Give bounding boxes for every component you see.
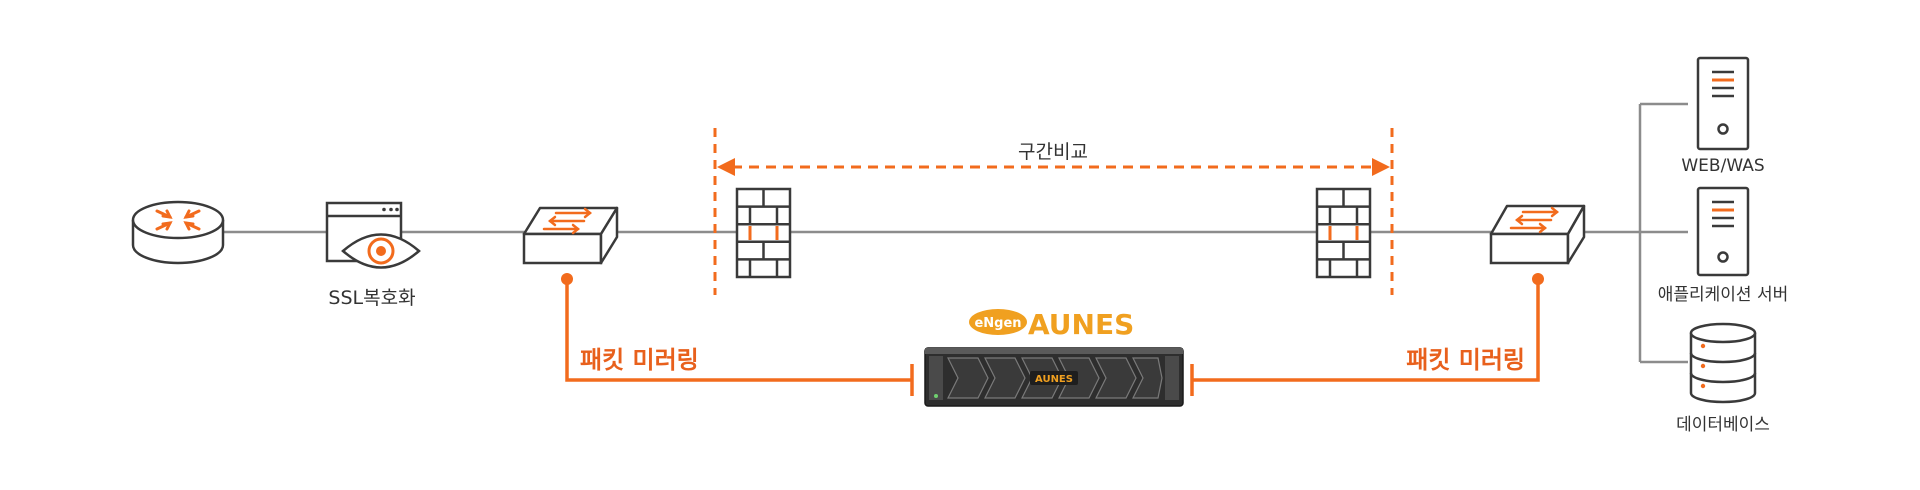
arrow-left-icon (717, 158, 735, 176)
logo-badge-text: eNgen (974, 316, 1021, 331)
section-compare-label: 구간비교 (1018, 141, 1088, 163)
server-branch-lines (1638, 102, 1688, 364)
device-badge-text: AUNES (1035, 374, 1073, 385)
section-compare-bracket (713, 128, 1394, 295)
database-icon (1689, 322, 1757, 404)
logo-name-text: AUNES (1028, 308, 1134, 341)
switch-left-icon (522, 206, 619, 265)
database-label: 데이터베이스 (1676, 415, 1770, 435)
aunes-appliance: AUNES (924, 347, 1184, 407)
mirror-line-right (1190, 279, 1540, 396)
mirror-line-left (565, 279, 914, 396)
mirror-label-left: 패킷 미러링 (580, 346, 699, 374)
web-was-server-icon (1696, 56, 1750, 151)
web-was-label: WEB/WAS (1681, 156, 1764, 176)
mirror-tap-left (561, 273, 573, 285)
app-server-label: 애플리케이션 서버 (1658, 285, 1789, 305)
ssl-decryption-icon (325, 201, 421, 269)
firewall-left-icon (735, 187, 792, 279)
mirror-label-right: 패킷 미러링 (1406, 346, 1525, 374)
aunes-logo: eNgen AUNES (969, 308, 1134, 341)
switch-right-icon (1489, 204, 1586, 265)
app-server-icon (1696, 186, 1750, 277)
firewall-right-icon (1315, 187, 1372, 279)
arrow-right-icon (1372, 158, 1390, 176)
ssl-label: SSL복호화 (328, 287, 415, 309)
router-icon (131, 200, 225, 265)
mirror-tap-right (1532, 273, 1544, 285)
